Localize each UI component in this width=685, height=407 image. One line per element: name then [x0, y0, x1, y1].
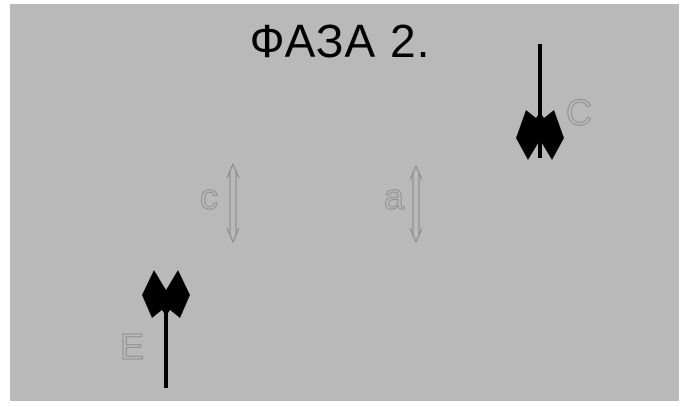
double-arrowhead-down-icon — [516, 110, 564, 160]
label-c-lower: c — [200, 176, 219, 218]
label-c-upper: C — [566, 92, 593, 134]
label-a: a — [383, 176, 405, 218]
top-right-marker — [516, 44, 564, 160]
phase-title: ФАЗА 2. — [249, 15, 431, 67]
double-arrowhead-up-icon — [142, 270, 190, 318]
dimension-arrow-c — [226, 162, 240, 244]
label-e: E — [119, 326, 145, 368]
bottom-left-marker — [142, 270, 190, 388]
dimension-arrow-a — [409, 164, 423, 244]
diagram-background — [10, 4, 679, 401]
